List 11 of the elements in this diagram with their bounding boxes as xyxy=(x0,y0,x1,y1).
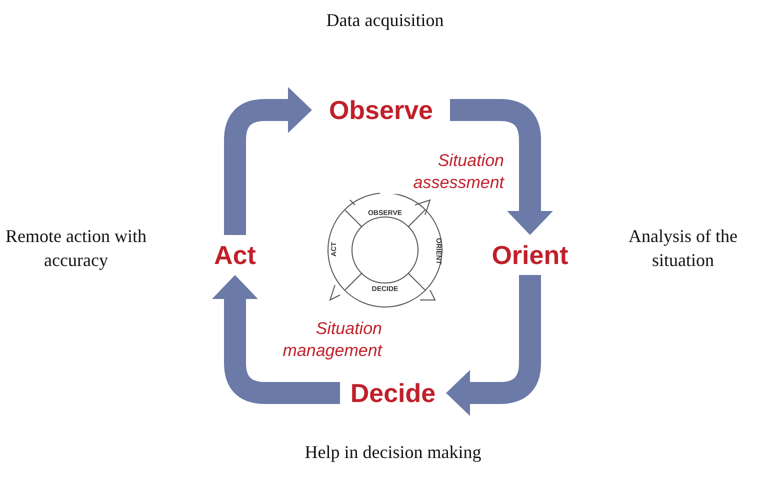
phase-label: Decide xyxy=(340,373,446,413)
phase-description: Data acquisition xyxy=(325,9,445,32)
phase-description: Help in decision making xyxy=(304,441,482,464)
curved-block-arrow xyxy=(212,275,340,404)
phase-description: Remote action with accuracy xyxy=(4,225,148,272)
phase-label: Observe xyxy=(312,90,450,130)
curved-block-arrow xyxy=(224,87,312,235)
phase-label: Act xyxy=(205,235,265,275)
phase-description: Analysis of the situation xyxy=(628,225,738,272)
phase-label: Orient xyxy=(478,235,582,275)
curved-block-arrow xyxy=(446,275,541,416)
